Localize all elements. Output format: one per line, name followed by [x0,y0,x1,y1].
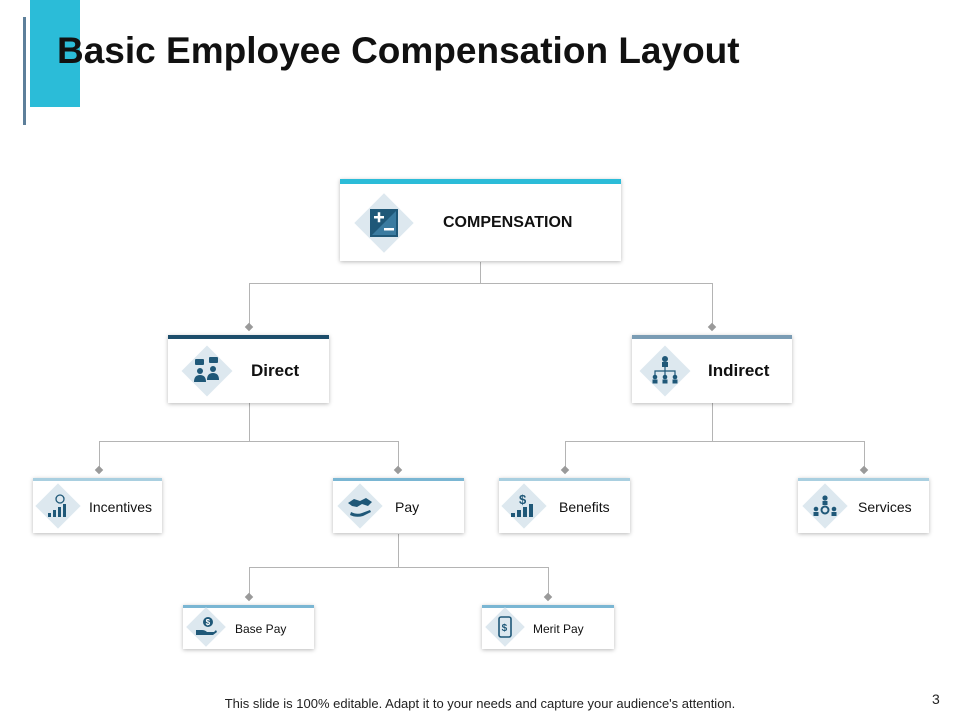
pay-icon-badge [333,479,387,533]
growth-chart-icon [48,494,66,517]
base-pay-node: $ Base Pay [183,605,314,649]
indirect-node: Indirect [632,335,792,403]
org-chart-icon [652,356,678,384]
pay-node: Pay [333,478,464,533]
benefits-node: $ Benefits [499,478,630,533]
services-label: Services [858,499,912,515]
plus-minus-icon [370,209,398,237]
title-accent-line [23,17,26,125]
handshake-icon [348,498,372,517]
incentives-node: Incentives [33,478,162,533]
benefits-label: Benefits [559,499,610,515]
merit-pay-icon-badge: $ [482,604,528,650]
compensation-label: COMPENSATION [443,213,573,231]
direct-label: Direct [251,361,300,380]
base-pay-icon-badge: $ [183,604,229,650]
page-number: 3 [932,691,940,707]
title-accent-block [30,0,80,107]
svg-text:$: $ [502,623,508,634]
services-icon-badge [798,479,852,533]
slide-footer-note: This slide is 100% editable. Adapt it to… [224,696,736,711]
phone-dollar-icon: $ [498,616,512,638]
people-chat-icon [194,357,219,382]
benefits-icon-badge: $ [497,479,551,533]
direct-node: Direct [168,335,329,403]
indirect-icon-badge [634,340,696,402]
dollar-bars-icon: $ [511,492,533,517]
svg-text:$: $ [519,492,527,507]
slide-title: Basic Employee Compensation Layout [57,30,740,71]
merit-pay-node: $ Merit Pay [482,605,614,649]
incentives-icon-badge [31,479,85,533]
indirect-label: Indirect [708,361,770,380]
pay-label: Pay [395,499,420,515]
compensation-icon-badge [348,187,420,259]
svg-text:$: $ [206,618,211,627]
direct-icon-badge [176,340,238,402]
compensation-node: COMPENSATION [340,179,621,261]
services-node: Services [798,478,929,533]
merit-pay-label: Merit Pay [533,621,584,636]
incentives-label: Incentives [89,499,153,515]
team-gear-icon [813,495,837,516]
hand-coin-icon: $ [196,617,217,635]
base-pay-label: Base Pay [235,621,287,636]
